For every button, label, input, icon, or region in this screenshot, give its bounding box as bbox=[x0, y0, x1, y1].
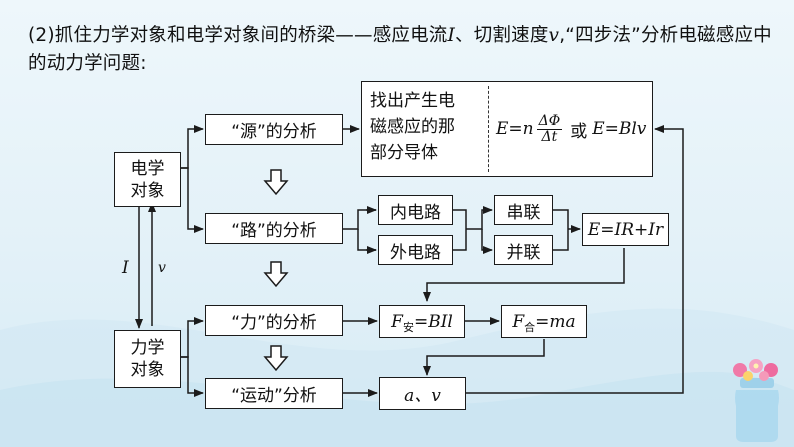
electric-object-line2: 对象 bbox=[130, 180, 165, 201]
step-motion: “运动”分析 bbox=[205, 378, 343, 409]
connector-circuit-split bbox=[343, 209, 376, 230]
motion-box: a、v bbox=[379, 377, 466, 410]
intro-current-symbol: I bbox=[447, 25, 456, 46]
down-arrow-1 bbox=[263, 169, 289, 196]
connector-circuit-join bbox=[453, 209, 467, 251]
external-circuit-box: 外电路 bbox=[378, 235, 453, 265]
source-divider bbox=[488, 86, 489, 172]
intro-tail: ,“四步法”分析电磁感应中的动力学问题: bbox=[28, 25, 772, 74]
electric-object-line1: 电学 bbox=[130, 158, 165, 179]
step-force: “力”的分析 bbox=[205, 305, 343, 336]
connector-mech-to-force bbox=[181, 317, 204, 358]
electric-object-box: 电学 对象 bbox=[114, 152, 181, 207]
emf-fraction: ΔΦ Δt bbox=[536, 112, 563, 145]
source-text-line3: 部分导体 bbox=[370, 143, 438, 163]
intro-paragraph: (2)抓住力学对象和电学对象间的桥梁——感应电流I、切割速度v,“四步法”分析电… bbox=[28, 22, 778, 78]
mech-object-line2: 对象 bbox=[130, 360, 165, 380]
emf-formula: E=n ΔΦ Δt 或 E=Blv bbox=[496, 82, 652, 176]
ampere-subscript: 安 bbox=[402, 320, 414, 334]
emf-numerator: ΔΦ bbox=[536, 112, 563, 130]
emf-denominator: Δt bbox=[541, 128, 558, 145]
ampere-F: F bbox=[391, 311, 403, 332]
connector-feedback-loop bbox=[466, 125, 684, 394]
link-speed-label: v bbox=[158, 260, 166, 276]
parallel-box: 并联 bbox=[494, 235, 553, 265]
connector-net-to-motion bbox=[423, 339, 545, 376]
source-text-line2: 磁感应的那 bbox=[370, 117, 455, 137]
source-detail-box: 找出产生电 磁感应的那 部分导体 E=n ΔΦ Δt 或 E=Blv bbox=[361, 81, 653, 177]
emf-or: 或 bbox=[570, 121, 588, 142]
intro-lead: (2)抓住力学对象和电学对象间的桥梁——感应电流 bbox=[28, 25, 448, 46]
net-rhs: =ma bbox=[535, 311, 576, 332]
down-arrow-3 bbox=[263, 345, 289, 372]
series-box: 串联 bbox=[494, 195, 553, 225]
intro-mid: 、切割速度 bbox=[455, 25, 549, 46]
net-F: F bbox=[512, 311, 525, 332]
down-arrow-2 bbox=[263, 261, 289, 288]
source-text-line1: 找出产生电 bbox=[370, 91, 455, 111]
connector-series-parallel-join bbox=[553, 209, 569, 251]
mech-object-box: 力学 对象 bbox=[114, 330, 181, 388]
ampere-rhs: =BIl bbox=[413, 311, 453, 332]
net-subscript: 合 bbox=[524, 320, 536, 334]
connector-circuit-split-lower bbox=[357, 229, 376, 251]
connector-electric-to-circuit bbox=[181, 167, 204, 233]
ohm-law-box: E=IR+Ir bbox=[582, 213, 669, 246]
source-text: 找出产生电 磁感应的那 部分导体 bbox=[370, 88, 455, 166]
mech-object-line1: 力学 bbox=[130, 338, 165, 358]
connector-ohm-to-ampere bbox=[423, 248, 625, 302]
step-source: “源”的分析 bbox=[205, 114, 343, 145]
flower-jar-decoration bbox=[733, 359, 779, 442]
step-circuit: “路”的分析 bbox=[205, 213, 343, 244]
intro-speed-symbol: v bbox=[548, 25, 560, 46]
emf-lhs: E=n bbox=[496, 119, 534, 139]
emf-alt: E=Blv bbox=[592, 119, 647, 139]
internal-circuit-box: 内电路 bbox=[378, 195, 453, 225]
link-current-label: I bbox=[122, 258, 129, 278]
connector-mech-to-motion bbox=[181, 356, 204, 397]
connector-electric-to-source bbox=[181, 125, 204, 169]
